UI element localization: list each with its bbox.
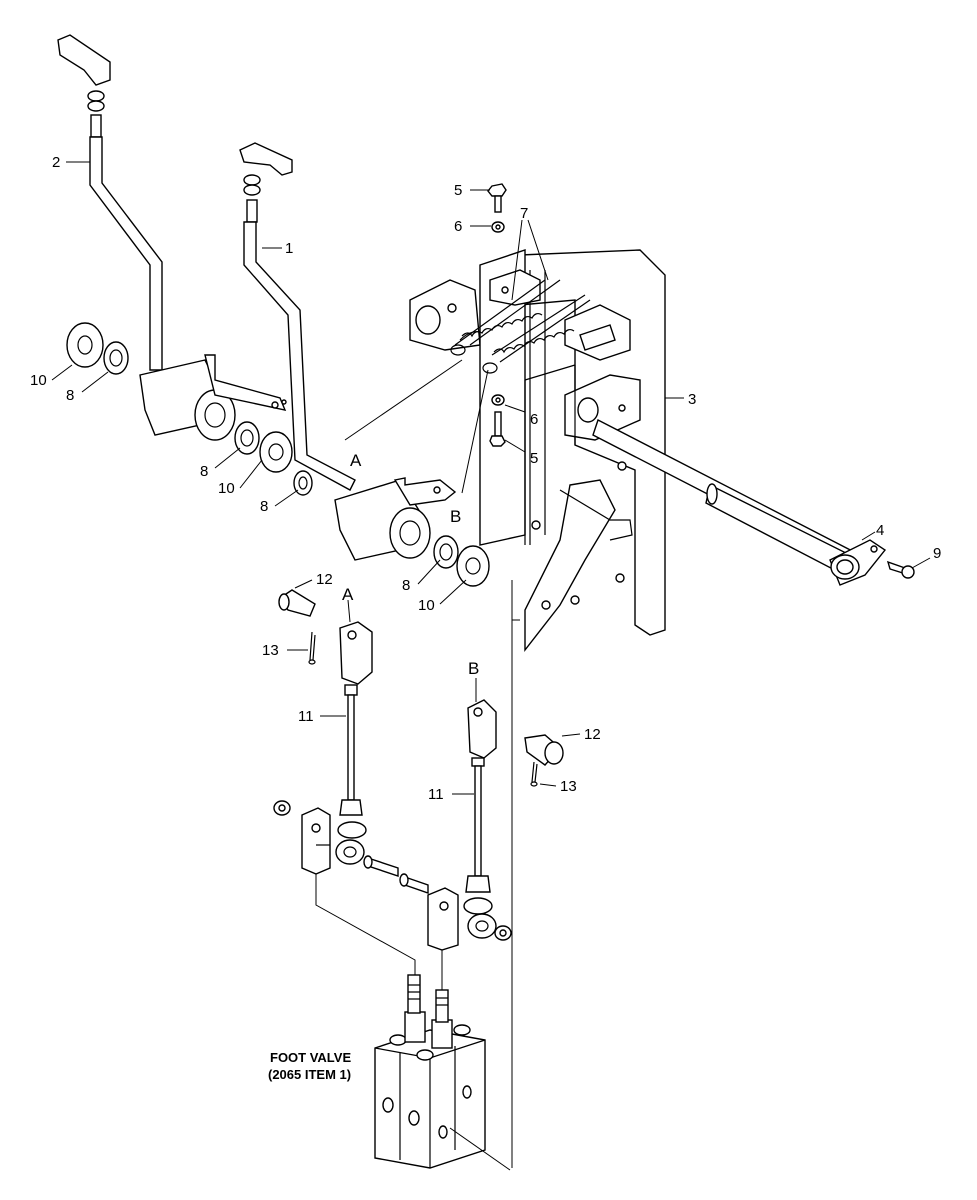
connection-b-lower: B [468,659,479,678]
callout-3: 3 [688,391,696,408]
callout-11-a: 11 [298,708,314,725]
callout-1: 1 [285,240,293,257]
callout-11-b: 11 [428,786,444,803]
callout-10-middle: 10 [218,480,235,497]
washer-bearing-left [66,322,129,375]
callout-9: 9 [933,545,941,562]
connection-a-upper: A [350,451,362,470]
callout-12-b: 12 [584,726,601,743]
washer-bearing-middle [234,421,293,473]
pedal-lever-2 [57,34,287,441]
callout-4: 4 [876,522,884,539]
foot-valve-label: FOOT VALVE [270,1050,351,1065]
callout-8-middle: 8 [200,463,208,480]
foot-valve [374,974,486,1169]
pedal-lever-1 [239,142,457,561]
shaft [592,419,915,586]
callout-labels: 1 2 3 4 5 5 6 6 7 8 8 8 8 9 10 10 10 11 … [30,154,941,1082]
callout-12-a: 12 [316,571,333,588]
callout-10-lower: 10 [418,597,435,614]
callout-8-lever1: 8 [260,498,268,515]
leader-lines [51,161,931,1171]
linkage-rod-a [278,589,373,865]
callout-13-a: 13 [262,642,279,659]
callout-8-left: 8 [66,387,74,404]
callout-5-upper: 5 [454,182,462,199]
callout-7: 7 [520,205,528,222]
callout-6-lower: 6 [530,411,538,428]
valve-brackets [273,800,512,951]
bolts-lower [489,394,506,447]
connection-a-lower: A [342,585,354,604]
callout-5-lower: 5 [530,450,538,467]
bolts-upper [487,183,507,233]
callout-13-b: 13 [560,778,577,795]
foot-valve-reference: (2065 ITEM 1) [268,1067,351,1082]
connection-b-upper: B [450,507,461,526]
linkage-rod-b [463,699,564,939]
callout-8-lower: 8 [402,577,410,594]
springs [450,279,591,374]
callout-10-left: 10 [30,372,47,389]
callout-6-upper: 6 [454,218,462,235]
callout-2: 2 [52,154,60,171]
